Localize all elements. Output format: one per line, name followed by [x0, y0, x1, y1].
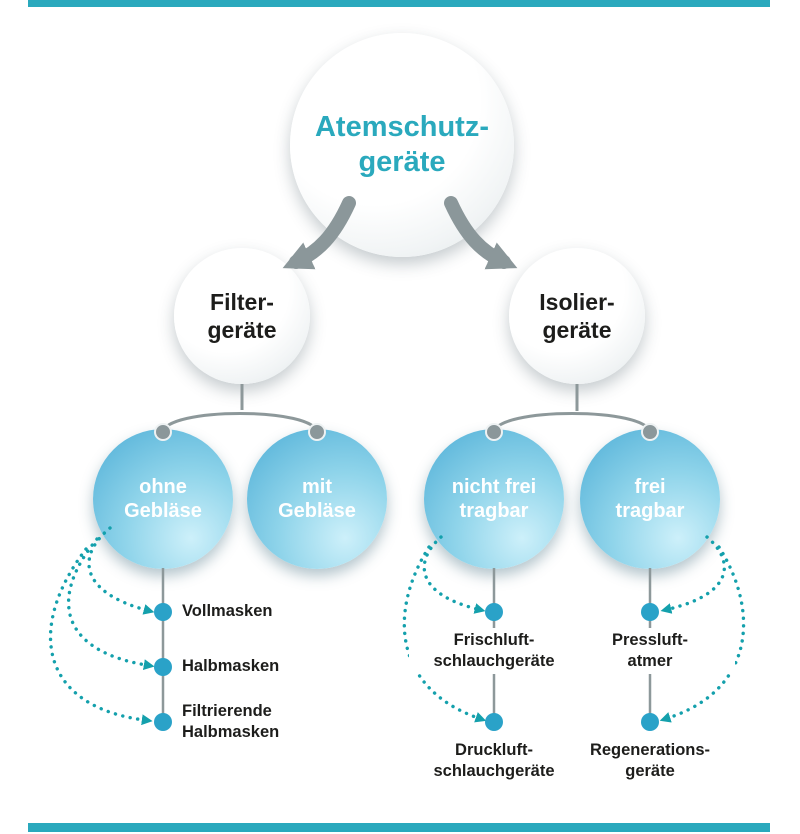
node-label-line: geräte: [358, 146, 446, 178]
leaf-dot-pressluftatmer: [641, 603, 659, 621]
connector-isolier-bracket: [492, 412, 652, 434]
leaf-label-halbmasken: Halbmasken: [182, 657, 280, 675]
connector-filter-bracket: [161, 412, 319, 434]
node-label-line: geräte: [207, 317, 277, 343]
junction-dot-nicht-frei-tragbar: [485, 423, 503, 441]
top-border-bar: [28, 0, 770, 7]
node-frei-tragbar: frei tragbar: [580, 429, 720, 569]
node-label-line: nicht frei: [451, 475, 537, 498]
junction-dot-ohne-geblaese: [154, 423, 172, 441]
node-label-line: mit: [302, 475, 332, 498]
node-label-line: Gebläse: [278, 500, 356, 522]
node-label-line: Isolier-: [539, 288, 615, 315]
node-root-atemschutzgeraete: Atemschutz- geräte: [290, 33, 514, 257]
leaf-label-regenerationsgeraete: Regenerations- geräte: [565, 738, 735, 784]
leaf-label-druckluft-schlauchgeraete: Druckluft- schlauchgeräte: [409, 738, 579, 784]
dotted-arc-to-frischluft: [422, 535, 486, 614]
node-label-line: tragbar: [615, 500, 685, 522]
node-label-line: ohne: [139, 475, 187, 498]
junction-dot-mit-geblaese: [308, 423, 326, 441]
node-label-line: frei: [634, 475, 666, 498]
dotted-arc-to-halbmasken: [66, 537, 155, 670]
leaf-dot-druckluft: [485, 713, 503, 731]
dotted-arc-to-pressluftatmer: [660, 535, 726, 614]
dotted-arc-to-filtrierende-halbmasken: [48, 547, 153, 726]
node-ohne-geblaese: ohne Gebläse: [93, 429, 233, 569]
node-label-line: tragbar: [459, 500, 529, 522]
leaf-label-frischluft-schlauchgeraete: Frischluft- schlauchgeräte: [409, 628, 579, 674]
arrow-root-to-filtergeraete: [282, 196, 356, 270]
node-label-line: Gebläse: [124, 500, 202, 522]
junction-dot-frei-tragbar: [641, 423, 659, 441]
leaf-dot-vollmasken: [154, 603, 172, 621]
leaf-label-filtrierende-halbmasken: Filtrierende Halbmasken: [182, 702, 280, 741]
node-nicht-frei-tragbar: nicht frei tragbar: [424, 429, 564, 569]
leaf-dot-frischluft: [485, 603, 503, 621]
node-label-line: Filter-: [210, 288, 274, 315]
arrow-root-to-isoliergeraete: [444, 196, 518, 270]
node-filtergeraete: Filter- geräte: [174, 248, 310, 384]
node-isoliergeraete: Isolier- geräte: [509, 248, 645, 384]
leaf-dot-halbmasken: [154, 658, 172, 676]
leaf-label-vollmasken: Vollmasken: [182, 602, 273, 620]
node-label-line: geräte: [542, 317, 612, 343]
bottom-border-bar: [28, 823, 770, 832]
node-mit-geblaese: mit Gebläse: [247, 429, 387, 569]
leaf-dot-regenerationsgeraete: [641, 713, 659, 731]
dotted-arc-to-vollmasken: [87, 526, 155, 615]
leaf-label-pressluftatmer: Pressluft- atmer: [565, 628, 735, 674]
leaf-dot-filtrierende-halbmasken: [154, 713, 172, 731]
node-label-line: Atemschutz-: [314, 110, 489, 143]
